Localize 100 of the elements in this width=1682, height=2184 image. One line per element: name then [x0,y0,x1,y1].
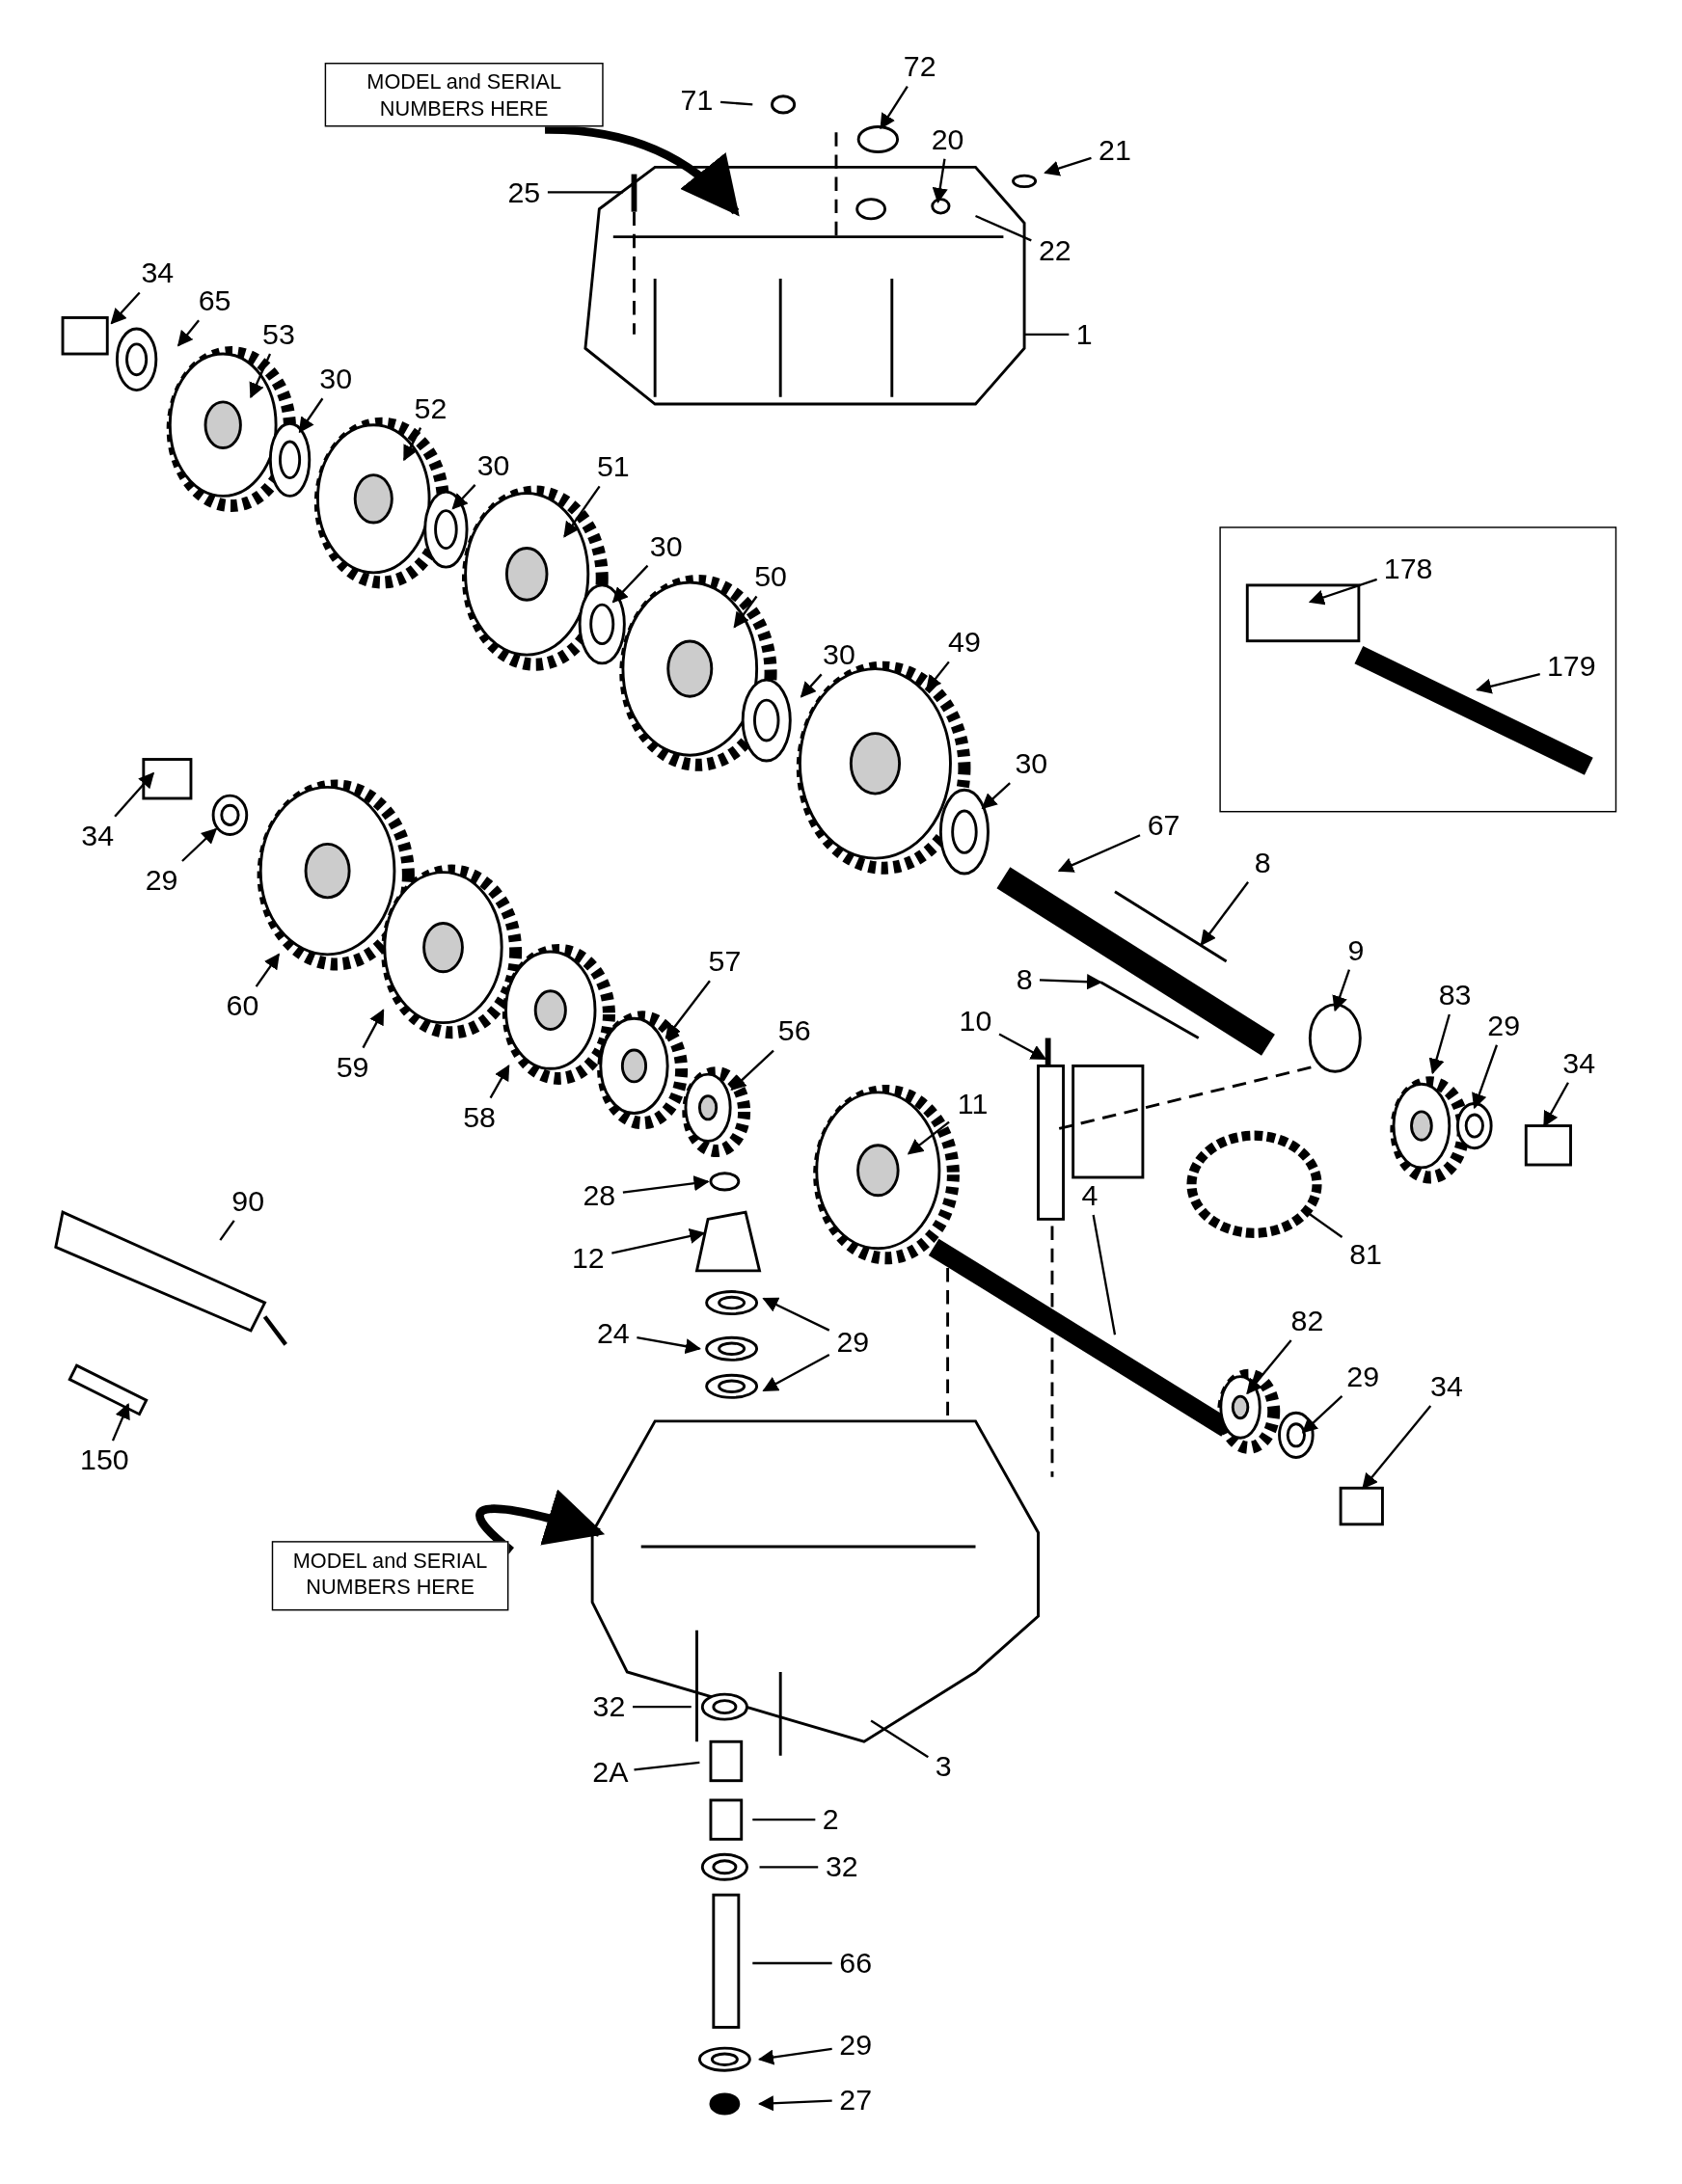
leader-line [752,1961,832,1965]
callout-number: 1 [1072,317,1098,352]
callout-number: 25 [502,175,545,209]
callout-number: 2 [818,1802,844,1837]
callout-number: 82 [1286,1304,1329,1338]
leader-line [800,673,823,698]
leader-line [114,771,155,818]
callout-number: 34 [1558,1046,1600,1080]
leader-line [637,1336,701,1355]
leader-line [665,980,711,1039]
leader-line [255,953,280,987]
leader-line [1039,974,1103,990]
callout-number: 83 [1433,978,1477,1012]
leader-line [870,1719,929,1759]
callout-number: 3 [931,1749,957,1784]
callout-number: 29 [140,863,183,898]
leader-line [611,1228,706,1254]
leader-line [752,1819,816,1821]
leader-line [176,319,200,347]
leader-line [362,1009,385,1049]
callout-number: 10 [954,1004,997,1038]
callout-number: 21 [1094,133,1136,168]
curved-arrow [475,1489,606,1554]
leader-line [110,291,141,325]
leader-line [975,214,1032,242]
curved-arrow [544,125,740,217]
leader-line [932,158,948,204]
callout-number: 30 [645,529,688,563]
callout-number: 32 [587,1689,631,1724]
callout-number: 57 [703,944,746,979]
callout-number: 29 [831,1325,874,1359]
leader-line [925,661,950,691]
leader-line [730,1049,774,1092]
callout-number: 72 [899,50,941,84]
callout-number: 22 [1034,233,1076,268]
callout-number: 12 [567,1241,610,1276]
leader-line [981,782,1011,810]
callout-number: 58 [458,1100,501,1135]
callout-number: 53 [258,317,300,352]
callout-number: 56 [773,1013,816,1048]
callout-number: 29 [1342,1360,1384,1393]
callout-number: 90 [227,1184,269,1218]
leader-line [1057,834,1141,873]
note-box: MODEL and SERIAL NUMBERS HERE [324,63,604,127]
leader-line [1362,1405,1432,1490]
callout-number: 34 [136,256,178,290]
callout-number: 28 [578,1178,621,1213]
callout-number: 29 [834,2028,877,2063]
callout-number: 30 [1010,746,1052,781]
callout-number: 34 [76,819,119,853]
leader-line [907,1120,950,1155]
callout-number: 2A [589,1755,632,1790]
leader-line [1044,156,1092,176]
note-box: MODEL and SERIAL NUMBERS HERE [271,1541,509,1611]
callout-number: 4 [1077,1178,1102,1213]
callout-number: 9 [1343,933,1369,967]
callout-number: 81 [1344,1237,1387,1271]
leader-line [998,1033,1047,1061]
leader-line [622,1175,710,1194]
leader-line [633,1705,692,1709]
callout-number: 30 [472,448,515,482]
leader-line [1301,1395,1343,1434]
callout-number: 34 [1425,1369,1468,1404]
leader-line [1476,672,1540,694]
leader-line [1428,1013,1451,1075]
leader-line [403,427,422,462]
leader-line [1092,1214,1117,1335]
leader-line [1024,333,1070,336]
leader-line [733,595,758,629]
leader-line [757,2047,832,2065]
leader-line [1246,1339,1292,1395]
leader-line [762,1297,830,1332]
callout-number: 32 [821,1849,863,1884]
callout-number: 60 [221,988,264,1023]
leader-line [111,1403,130,1442]
leader-line [611,564,649,604]
callout-number: 11 [951,1087,994,1120]
callout-number: 150 [75,1443,134,1477]
callout-number: 67 [1142,808,1185,842]
callout-number: 71 [675,83,719,118]
callout-number: 27 [834,2083,877,2117]
callout-number: 8 [1250,846,1276,879]
leader-line [298,397,324,434]
leader-line [757,2095,832,2112]
callout-number: 20 [926,122,969,156]
leader-line [489,1065,510,1099]
leader-line [634,1761,700,1771]
leader-line [249,353,272,399]
leader-line [720,100,753,106]
leader-line [1543,1082,1569,1127]
callout-number: 66 [834,1946,877,1981]
leader-line [547,191,623,194]
callout-number: 8 [1012,962,1038,997]
callout-number: 52 [409,391,452,425]
callout-number: 29 [1482,1009,1525,1042]
leader-line [451,484,476,510]
leader-line [219,1220,235,1241]
callout-number: 24 [592,1316,635,1351]
leader-line [1332,969,1350,1012]
callout-number: 59 [331,1050,374,1085]
